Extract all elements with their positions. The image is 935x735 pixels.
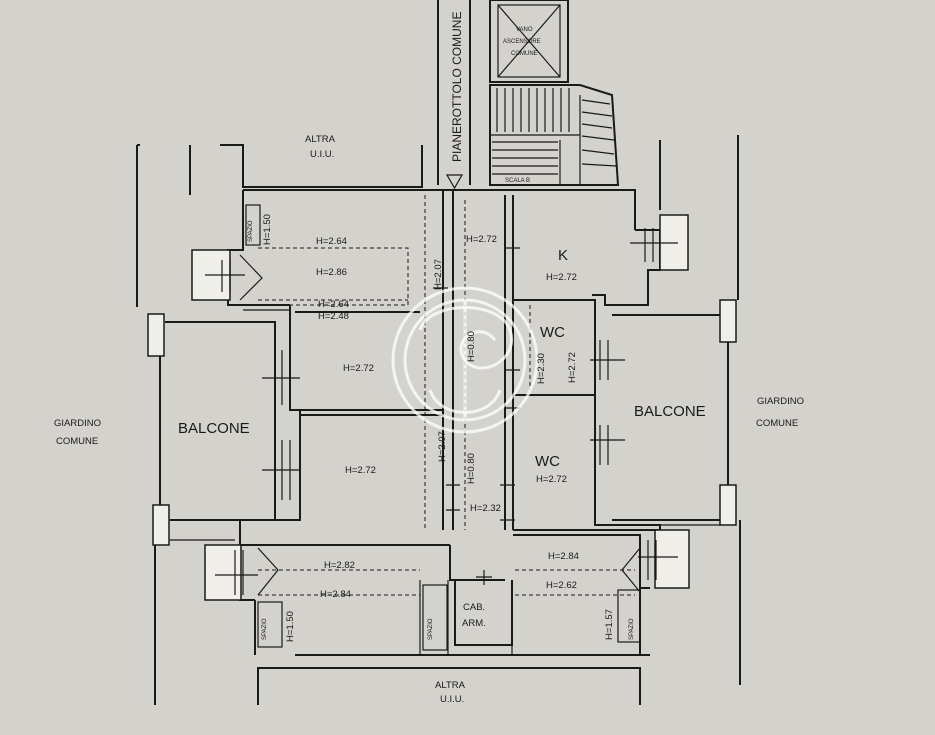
lift-shaft <box>489 0 569 83</box>
labels: PIANEROTTOLO COMUNE ALTRA U.I.U. ALTRA U… <box>54 12 804 705</box>
height-corridor-top: H=2.72 <box>466 234 497 245</box>
space-label-2: SPAZIO <box>262 618 268 640</box>
other-unit-top-suffix: U.I.U. <box>310 149 334 160</box>
landing-label: PIANEROTTOLO COMUNE <box>450 12 464 162</box>
height-bottom-right-a: H=2.84 <box>548 551 579 562</box>
balcony-right <box>612 299 737 526</box>
closet-label-2: ARM. <box>462 618 486 629</box>
space-label-1: SPAZIO <box>248 220 254 242</box>
balcony-left-label: BALCONE <box>178 420 250 437</box>
space-label-3: SPAZIO <box>428 618 434 640</box>
other-unit-bottom: ALTRA <box>435 680 466 691</box>
height-top-left-d: H=2.48 <box>318 311 349 322</box>
outer-walls <box>136 135 741 705</box>
height-bottom-right-b: H=2.62 <box>546 580 577 591</box>
lift-label-2: ASCENSORE <box>503 39 541 45</box>
height-wc-b: H=2.72 <box>536 474 567 485</box>
wc-label-b: WC <box>535 453 560 470</box>
height-lower-left-room: H=2.72 <box>345 465 376 476</box>
garden-right-2: COMUNE <box>756 418 798 429</box>
kitchen-label: K <box>558 247 568 264</box>
height-bottom-left-a: H=2.82 <box>324 560 355 571</box>
height-wc-a-right: H=2.72 <box>567 352 578 383</box>
height-corridor-low-a: H=0.80 <box>466 331 477 362</box>
balcony-right-label: BALCONE <box>634 403 706 420</box>
balcony-left <box>147 313 276 546</box>
windows <box>191 214 690 601</box>
wc-label-a: WC <box>540 324 565 341</box>
height-bottom-left-b: H=2.84 <box>320 589 351 600</box>
height-corridor-low-b: H=0.80 <box>466 453 477 484</box>
stair-label: SCALA B <box>505 178 530 184</box>
lift-label-1: VANO <box>516 27 533 33</box>
height-middle-left-room: H=2.72 <box>343 363 374 374</box>
height-top-left-a: H=2.64 <box>316 236 347 247</box>
storage-closets <box>245 204 641 651</box>
other-unit-top: ALTRA <box>305 134 336 145</box>
garden-left-2: COMUNE <box>56 436 98 447</box>
height-top-left-c: H=2.64 <box>318 299 349 310</box>
height-corridor-vert-a: H=2.07 <box>433 259 444 290</box>
height-bottom-left-side: H=1.50 <box>285 611 296 642</box>
height-kitchen: H=2.72 <box>546 272 577 283</box>
closet-label-1: CAB. <box>463 602 485 613</box>
garden-left-1: GIARDINO <box>54 418 101 429</box>
other-unit-bottom-suffix: U.I.U. <box>440 694 464 705</box>
garden-right-1: GIARDINO <box>757 396 804 407</box>
space-label-4: SPAZIO <box>629 618 635 640</box>
height-corridor-vert-b: H=2.07 <box>437 431 448 462</box>
height-bottom-right-side: H=1.57 <box>604 609 615 640</box>
watermark-logo <box>391 286 539 434</box>
height-top-left-side: H=1.50 <box>262 214 273 245</box>
height-corridor-bottom: H=2.32 <box>470 503 501 514</box>
landing-corridor <box>437 0 471 190</box>
height-wc-a-left: H=2.30 <box>536 353 547 384</box>
staircase <box>489 84 620 186</box>
height-top-left-b: H=2.86 <box>316 267 347 278</box>
lift-label-3: COMUNE <box>511 51 538 57</box>
